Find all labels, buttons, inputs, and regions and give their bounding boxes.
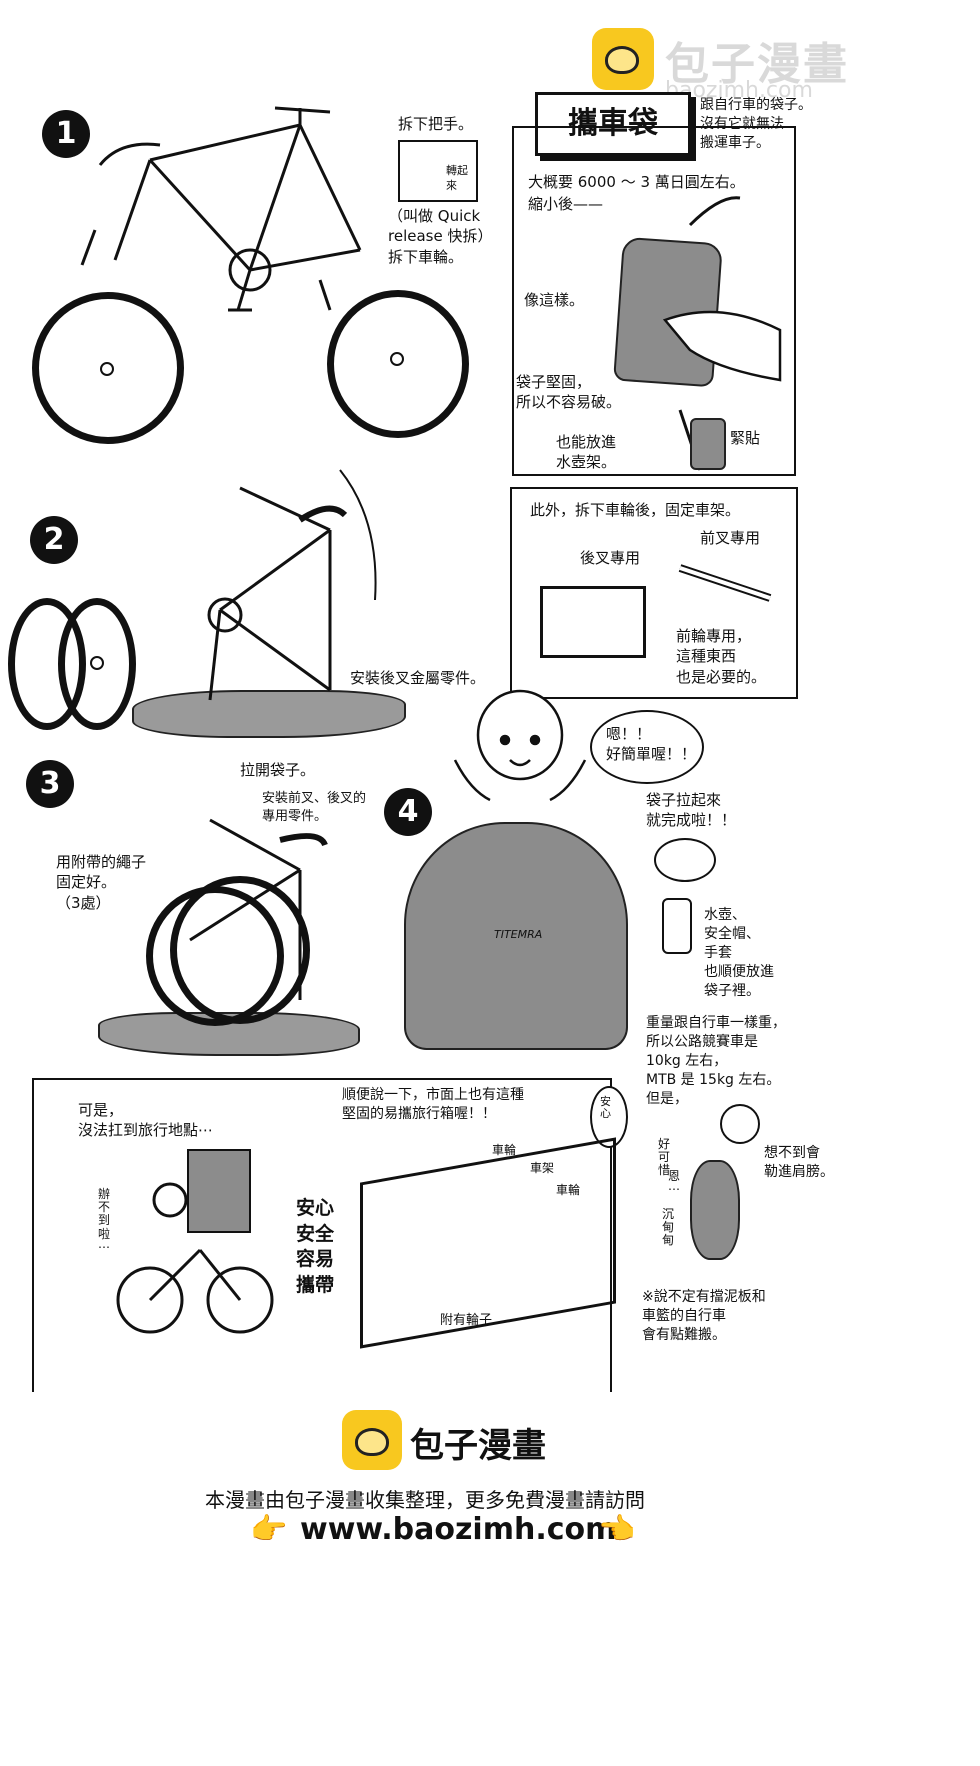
step2-wheel-front (58, 598, 136, 730)
frame-intro-text: 此外，拆下車輪後，固定車架。 (530, 501, 741, 519)
cant-do-text: 辦 不 到 啦 ⋯ (98, 1187, 111, 1254)
step-2-badge: 2 (30, 516, 78, 564)
sinking-text: 沉 甸 甸 (662, 1207, 675, 1248)
carry-bag-title: 攜車袋 (568, 106, 658, 141)
watermark-brand: 包子漫畫 (665, 39, 849, 90)
footer-brand: 包子漫畫 (410, 1426, 546, 1466)
tie-rope-text: 用附帶的繩子 固定好。 （3處） (56, 853, 147, 912)
open-bag-text: 拉開袋子。 (240, 761, 316, 779)
shoulder-text: 想不到會 勒進肩膀。 (764, 1145, 834, 1180)
bun-face-icon (605, 46, 639, 74)
front-fork-note: 前輪專用， 這種東西 也是必要的。 (676, 627, 767, 686)
rear-mutter-text: 恩 ⋯ (668, 1169, 681, 1197)
step-3-badge: 3 (26, 760, 74, 808)
bag-like-this-text: 像這樣。 (524, 291, 585, 309)
bottle-cage-bag (690, 418, 726, 470)
girl-thought-bubble (590, 1086, 628, 1148)
step3-wheel-front (170, 876, 310, 1024)
rear-fork-fixture (540, 586, 646, 658)
person-with-bag (720, 1104, 760, 1144)
bag-bottle-cage-text: 也能放進 水壺架。 (556, 433, 617, 472)
bag-tight-text: 緊貼 (730, 429, 761, 447)
bag-panel (512, 126, 796, 476)
step-4-badge: 4 (384, 788, 432, 836)
quick-release-text: （叫做 Quick release 快拆） 拆下車輪。 (388, 207, 493, 266)
remove-handlebar-text: 拆下把手。 (398, 115, 474, 133)
front-fork-label: 前叉專用 (700, 529, 761, 547)
footer-url-link[interactable]: www.baozimh.com (300, 1512, 617, 1547)
footer-description: 本漫畫由包子漫畫收集整理，更多免費漫畫請訪問 (205, 1488, 645, 1512)
pack-items-text: 水壺、 安全帽、 手套 也順便放進 袋子裡。 (704, 907, 774, 999)
helmet-bubble (654, 838, 716, 882)
pull-up-text: 轉起 來 (446, 164, 468, 192)
cant-reach-text: 可是， 沒法扛到旅行地點⋯ (78, 1101, 214, 1140)
carry-bag-title-box: 攜車袋 (535, 92, 691, 156)
bag-strong-text: 袋子堅固， 所以不容易破。 (516, 373, 622, 412)
casters-label: 附有輪子 (440, 1313, 493, 1328)
bottom-panel (32, 1078, 612, 1392)
weight-note-text: 重量跟自行車一樣重， 所以公路競賽車是 10kg 左右， MTB 是 15kg … (646, 1015, 786, 1107)
install-fork-parts-text: 安裝前叉、後叉的 專用零件。 (262, 791, 367, 824)
step1-front-wheel (32, 292, 184, 444)
frame-fixture-panel (510, 487, 798, 699)
step1-front-hub (100, 362, 114, 376)
step2-ground-bag (132, 690, 406, 738)
bag-brand-label: TITEMRA (494, 928, 543, 941)
girl-speech-text: 嗯！！ 好簡單喔！！ (606, 725, 697, 764)
footer-logo (342, 1410, 402, 1470)
mudguard-note-text: ※說不定有擋泥板和 車籃的自行車 會有點難搬。 (642, 1289, 766, 1343)
water-bottle-icon (662, 898, 692, 954)
step2-hub (90, 656, 104, 670)
footer-bun-face-icon (355, 1428, 389, 1456)
pointing-right-hand-icon: 👉 (250, 1512, 288, 1547)
bag-price-text: 大概要 6000 ～ 3 萬日圓左右。 (528, 173, 745, 191)
install-rear-part-text: 安裝後叉金屬零件。 (350, 669, 486, 687)
packed-bike-bag (404, 822, 628, 1050)
shoulder-bag-illustration (690, 1160, 740, 1260)
girl-mutter-text: 好 可 惜 (658, 1137, 671, 1178)
handlebar-inset-box (398, 140, 478, 202)
watermark-logo (592, 28, 654, 90)
step1-rear-wheel (327, 290, 469, 438)
pointing-left-hand-icon: 👈 (598, 1512, 636, 1547)
girl-thought-text: 安 心 (600, 1095, 611, 1121)
rear-fork-label: 後叉專用 (580, 549, 641, 567)
case-wheel1-label: 車輪 (492, 1143, 517, 1157)
step-1-badge: 1 (42, 110, 90, 158)
travel-case-text: 順便說一下，市面上也有這種 堅固的易攜旅行箱喔！！ (342, 1087, 524, 1122)
step1-rear-hub (390, 352, 404, 366)
case-wheel2-label: 車輪 (556, 1183, 581, 1197)
safe-text: 安心 安全 容易 攜帶 (296, 1197, 335, 1296)
case-frame-label: 車架 (530, 1161, 555, 1175)
bag-shrink-text: 縮小後—— (528, 195, 604, 213)
girl-speech-bubble (590, 710, 704, 784)
bag-done-text: 袋子拉起來 就完成啦！！ (646, 791, 737, 830)
